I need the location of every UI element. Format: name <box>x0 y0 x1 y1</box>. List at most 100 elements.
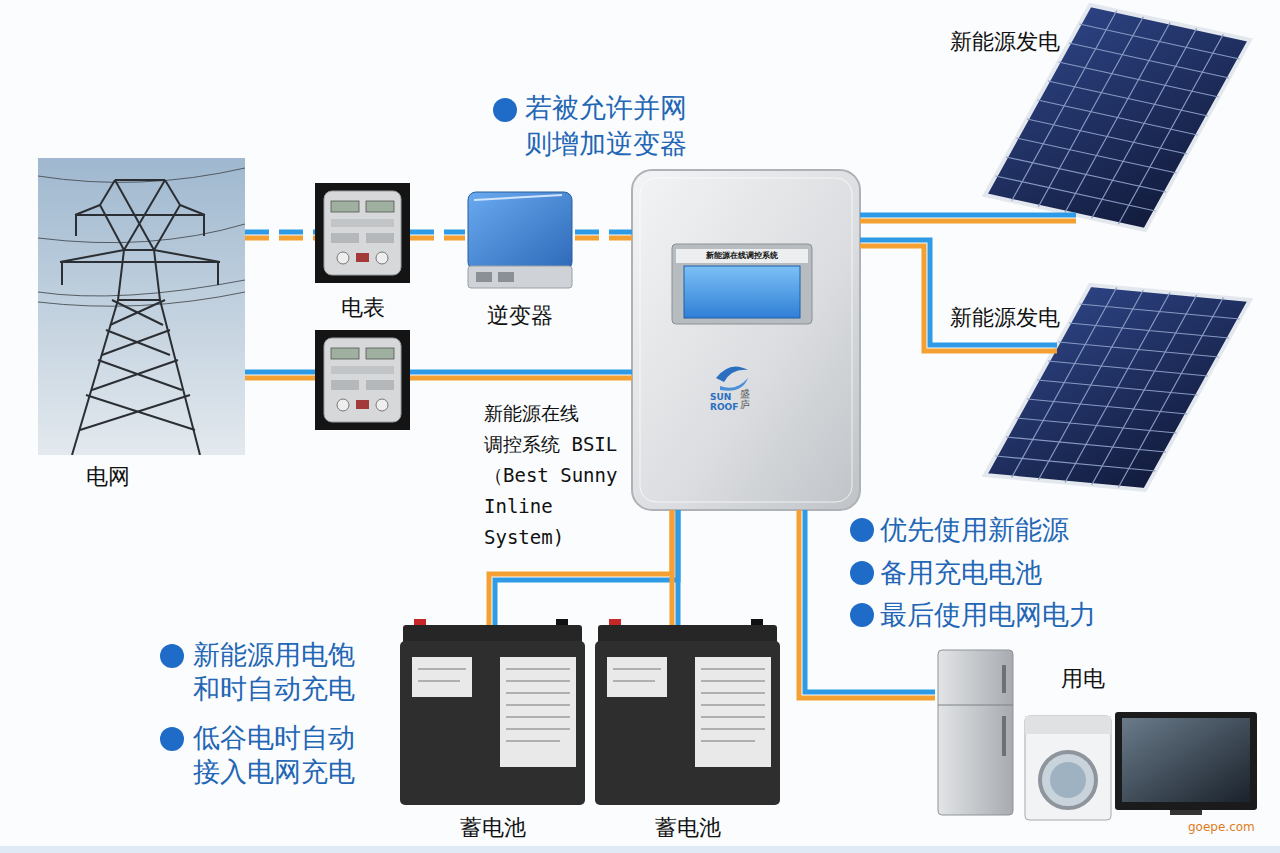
battery-picture <box>400 641 585 805</box>
controller-housing <box>632 170 860 510</box>
battery-picture <box>400 619 585 805</box>
electric-meter-picture <box>331 233 359 243</box>
battery-picture <box>595 641 780 805</box>
watermark: goepe.com <box>1188 820 1268 834</box>
power-wire <box>860 215 1076 221</box>
node-label: 电网 <box>78 464 138 490</box>
power-wire <box>245 372 632 378</box>
inverter: 逆变器 <box>465 190 575 290</box>
electric-meter-picture <box>324 191 401 275</box>
appliances-picture <box>938 650 1257 820</box>
callout-bullet <box>160 98 874 751</box>
inverter-picture <box>474 195 562 200</box>
battery-picture <box>607 657 667 697</box>
appliances-picture <box>1002 665 1006 693</box>
battery: 蓄电池 <box>595 625 780 805</box>
electric-meter-picture <box>324 338 401 422</box>
screen-title: 新能源在线调控系统 <box>676 250 808 262</box>
callout-bullet <box>160 644 184 668</box>
electric-meter-picture <box>337 252 349 264</box>
inverter-picture <box>498 272 514 282</box>
appliances-picture <box>1025 716 1111 734</box>
electric-meter-picture <box>331 201 359 212</box>
appliances: 用电 <box>935 648 1258 820</box>
battery-picture <box>418 669 570 741</box>
power-wire <box>410 232 465 238</box>
controller-housing <box>716 366 748 382</box>
appliances-picture <box>1122 718 1250 802</box>
wire-line <box>245 235 315 240</box>
power-wire <box>575 232 632 238</box>
node-label: 用电 <box>1058 666 1108 692</box>
wire-line <box>669 510 674 625</box>
node-label: 新能源发电 <box>950 305 1062 331</box>
electric-meter-picture <box>366 233 394 243</box>
node-label: 蓄电池 <box>400 815 585 841</box>
electric-meter-picture <box>331 348 359 359</box>
electric-meter-picture <box>315 183 410 283</box>
appliances-picture <box>1170 810 1202 815</box>
callout-note: 低谷电时自动 接入电网充电 <box>193 721 368 789</box>
controller-housing <box>640 178 852 502</box>
appliances-picture <box>1002 716 1006 756</box>
electric-meter-picture <box>331 380 359 390</box>
inverter-picture <box>476 272 492 282</box>
solar-panel: 新能源发电 <box>985 285 1250 490</box>
controller-housing <box>632 170 860 510</box>
electric-meter-picture <box>366 201 394 212</box>
callout-bullet <box>160 727 184 751</box>
node-label: 电表 <box>315 295 410 321</box>
power-tower-photo <box>38 280 245 296</box>
electric-meter-picture <box>331 219 394 227</box>
electric-meter-picture <box>356 400 369 409</box>
electric-meter-picture <box>376 252 388 264</box>
electric-meter-picture <box>315 330 410 430</box>
power-tower-photo <box>60 180 220 455</box>
battery: 蓄电池 <box>400 625 585 805</box>
wire-line <box>860 246 1057 351</box>
system-name: 新能源在线 调控系统 BSIL（Best Sunny Inline System… <box>484 398 629 553</box>
electric-meter-picture <box>337 399 349 411</box>
power-wire <box>245 232 315 238</box>
callout-bullet <box>850 603 874 627</box>
wire-line <box>245 229 315 234</box>
electric-meter-picture <box>315 183 410 283</box>
callout-note: 优先使用新能源 <box>880 512 1112 548</box>
wire-line <box>575 230 632 235</box>
wire-line <box>245 375 632 380</box>
callout-note: 最后使用电网电力 <box>880 597 1120 633</box>
electric-meter-picture <box>356 253 369 262</box>
controller-housing <box>676 249 808 263</box>
power-tower-photo <box>60 205 220 262</box>
power-tower-photo <box>38 168 245 306</box>
electric-meter-picture <box>331 366 394 374</box>
wire-line <box>575 236 632 241</box>
inverter-picture <box>468 192 572 270</box>
wire-line <box>245 369 632 374</box>
bottom-band <box>0 846 1280 853</box>
solar-panel: 新能源发电 <box>985 5 1250 230</box>
controller-housing <box>672 244 812 324</box>
callout-note: 新能源用电饱 和时自动充电 <box>193 638 368 706</box>
electric-meter-picture <box>366 380 394 390</box>
battery-picture <box>412 657 472 697</box>
appliances-picture <box>1050 762 1086 798</box>
inverter-picture <box>468 192 572 288</box>
wire-line <box>675 510 680 625</box>
appliances-picture <box>1025 716 1111 820</box>
callout-note: 若被允许并网 则增加逆变器 <box>525 90 705 162</box>
power-tower-photo <box>38 158 245 455</box>
power-wire <box>672 510 678 625</box>
callout-bullet <box>850 518 874 542</box>
battery-picture <box>695 657 771 767</box>
node-label: 逆变器 <box>465 303 575 329</box>
inverter-picture <box>468 266 572 288</box>
callout-bullet <box>850 561 874 585</box>
controller-unit: 新能源在线调控系统SUN ROOF盛庐新能源在线 调控系统 BSIL（Best … <box>632 170 860 510</box>
power-tower-photo <box>62 215 218 285</box>
